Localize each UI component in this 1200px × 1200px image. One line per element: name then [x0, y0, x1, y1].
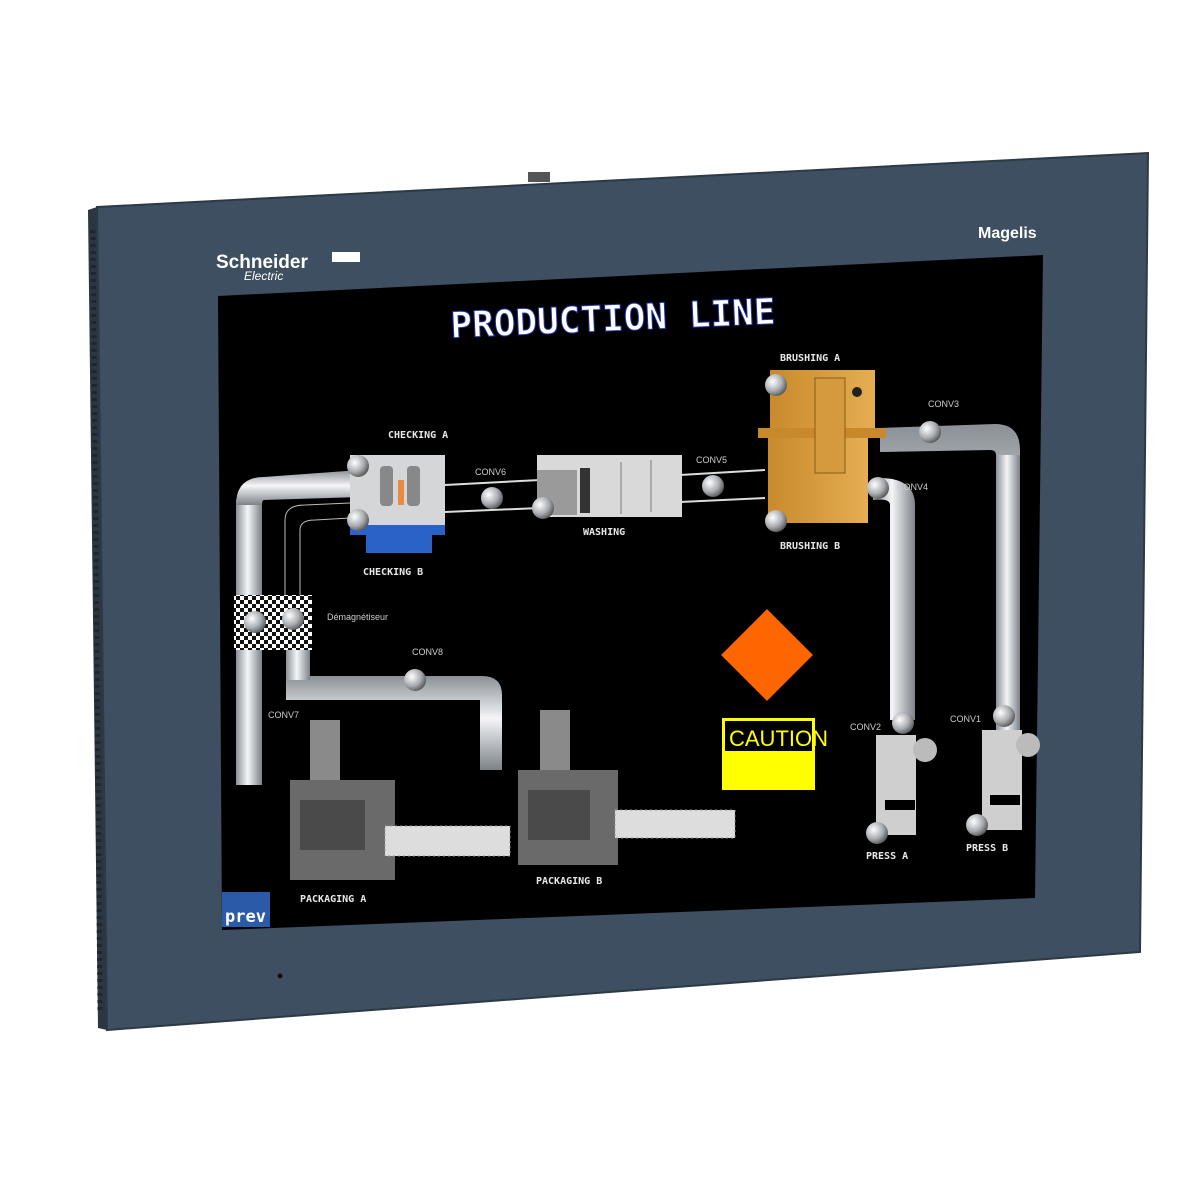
- label-brushing-b: BRUSHING B: [780, 541, 840, 552]
- brushing-station[interactable]: [758, 370, 886, 523]
- label-press-b: PRESS B: [966, 843, 1008, 854]
- label-checking-a: CHECKING A: [388, 430, 448, 441]
- label-press-a: PRESS A: [866, 851, 908, 862]
- press-b[interactable]: [982, 730, 1040, 830]
- label-checking-b: CHECKING B: [363, 567, 423, 578]
- label-conv7: CONV7: [268, 710, 299, 720]
- label-packaging-b: PACKAGING B: [536, 876, 602, 887]
- brand-logo-mark: [332, 252, 360, 262]
- brand-logo-sub: Electric: [244, 269, 283, 283]
- label-brushing-a: BRUSHING A: [780, 353, 840, 364]
- pipe-conv4: [873, 477, 915, 720]
- svg-text:CAUTION: CAUTION: [729, 726, 828, 751]
- label-packaging-a: PACKAGING A: [300, 894, 366, 905]
- packaging-a[interactable]: [290, 720, 511, 880]
- label-conv3: CONV3: [928, 399, 959, 409]
- brand-logo: Schneider: [216, 252, 308, 273]
- label-washing: WASHING: [583, 527, 625, 538]
- label-conv5: CONV5: [696, 455, 727, 465]
- press-a[interactable]: [876, 735, 937, 835]
- cable-lines: [284, 502, 351, 600]
- label-conv2: CONV2: [850, 722, 881, 732]
- warning-diamond-icon: [716, 604, 818, 706]
- caution-sign: CAUTION: [722, 718, 828, 790]
- label-conv6: CONV6: [475, 467, 506, 477]
- corner-logo: prev: [225, 907, 266, 927]
- label-conv8: CONV8: [412, 647, 443, 657]
- washing-station[interactable]: [537, 455, 682, 517]
- top-connector: [528, 172, 550, 182]
- corner-logo-box: [222, 892, 270, 927]
- label-conv1: CONV1: [950, 714, 981, 724]
- sensor-indicators: [244, 374, 1015, 844]
- label-conv4: CONV4: [897, 482, 928, 492]
- status-led: [277, 973, 283, 979]
- conveyor-rails: [444, 469, 766, 513]
- label-demagnetizer: Démagnétiseur: [327, 612, 388, 622]
- model-name: Magelis: [978, 225, 1037, 242]
- packaging-b[interactable]: [518, 710, 736, 865]
